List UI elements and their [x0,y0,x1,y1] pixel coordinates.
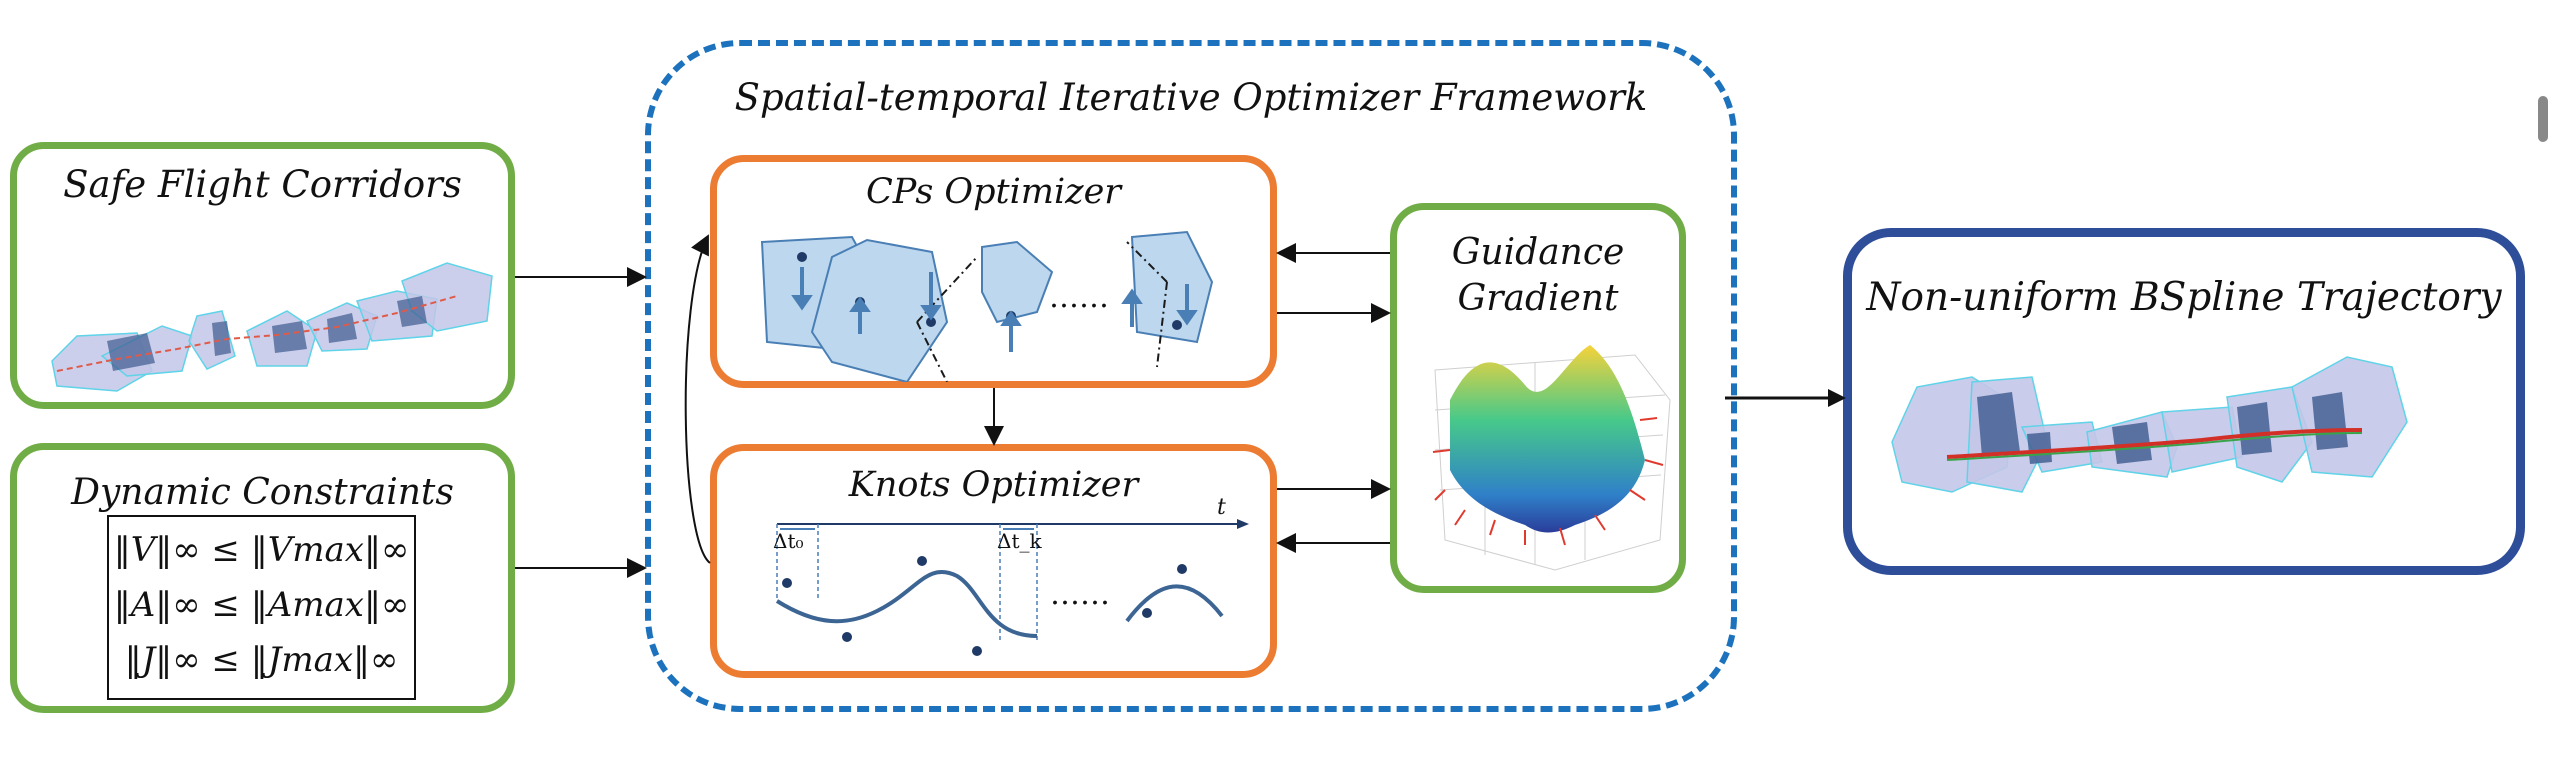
cps-ellipsis: …… [1049,280,1109,315]
knots-optimizer-title: Knots Optimizer [848,465,1139,505]
velocity-constraint: ‖V‖∞ ≤ ‖Vmax‖∞ [113,530,410,570]
jerk-constraint: ‖J‖∞ ≤ ‖Jmax‖∞ [124,640,399,680]
cps-optimizer-box: CPs Optimizer …… [710,155,1277,388]
knots-axis-label: t [1217,495,1226,520]
safe-flight-corridors-title: Safe Flight Corridors [63,163,462,206]
guidance-gradient-box: Guidance Gradient [1390,203,1686,593]
framework-title: Spatial-temporal Iterative Optimizer Fra… [734,76,1648,119]
knots-dt0-label: Δt₀ [773,529,804,553]
constraint-equations: ‖V‖∞ ≤ ‖Vmax‖∞ ‖A‖∞ ≤ ‖Amax‖∞ ‖J‖∞ ≤ ‖Jm… [107,515,416,700]
output-title: Non-uniform BSpline Trajectory [1866,275,2502,320]
output-trajectory-box: Non-uniform BSpline Trajectory [1843,228,2525,575]
dynamic-constraints-title: Dynamic Constraints [71,472,454,513]
knots-optimizer-box: Knots Optimizer t Δt₀ Δt_k …… [710,444,1277,678]
cps-optimizer-title: CPs Optimizer [865,172,1122,212]
framework-frame [645,40,1737,712]
knots-illustration [775,519,1249,656]
vertical-scrollbar[interactable] [2538,96,2548,142]
corridor-illustration [51,262,493,392]
trajectory-illustration [1891,356,2408,493]
guidance-line2: Gradient [1457,278,1619,319]
knots-dtk-label: Δt_k [997,529,1042,553]
guidance-line1: Guidance [1451,232,1625,273]
gradient-surface-plot [1432,345,1671,571]
knots-ellipsis: …… [1050,577,1110,612]
acceleration-constraint: ‖A‖∞ ≤ ‖Amax‖∞ [113,585,410,625]
safe-flight-corridors-box: Safe Flight Corridors [10,142,515,409]
cps-illustration [760,230,1214,382]
